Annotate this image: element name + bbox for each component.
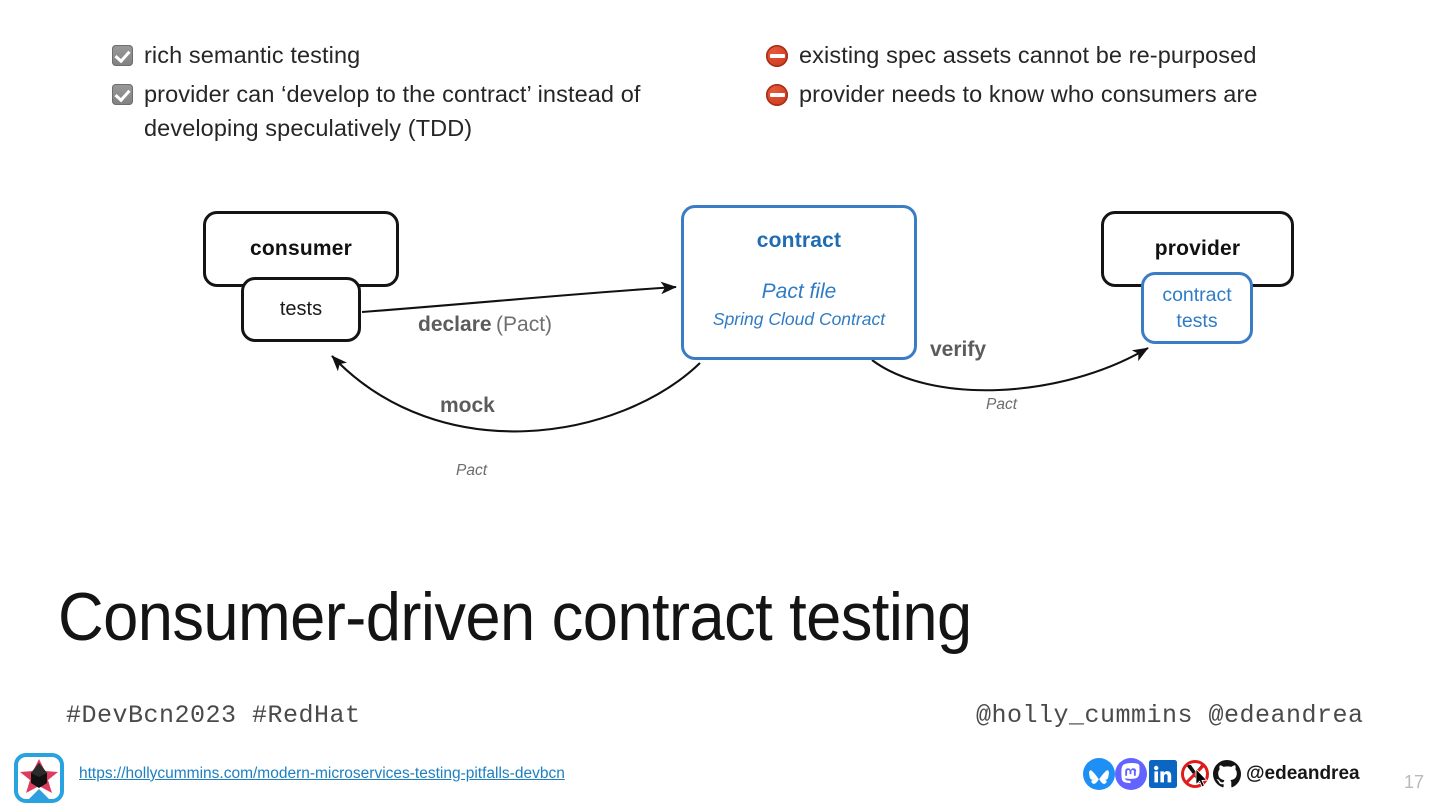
cons-list: existing spec assets cannot be re-purpos…: [766, 38, 1406, 116]
node-contract-subtitle-large: Pact file: [761, 280, 837, 303]
cons-item-text: existing spec assets cannot be re-purpos…: [799, 42, 1257, 68]
list-item: provider can ‘develop to the contract’ i…: [112, 77, 732, 145]
node-consumer-title: consumer: [250, 237, 352, 260]
edge-note-verify-pact: Pact: [986, 396, 1018, 413]
node-provider-title: provider: [1154, 237, 1241, 260]
node-provider-tests-line1: contract: [1162, 284, 1232, 306]
site-url-link[interactable]: https://hollycummins.com/modern-microser…: [79, 765, 565, 782]
page-title: Consumer-driven contract testing: [58, 579, 972, 655]
bluesky-icon[interactable]: [1082, 757, 1116, 791]
edge-mock-arrow: [331, 355, 701, 433]
node-consumer-tests-title: tests: [279, 298, 323, 320]
social-handle-label: @edeandrea: [1246, 763, 1360, 784]
cons-item-text: provider needs to know who consumers are: [799, 81, 1258, 107]
list-item: rich semantic testing: [112, 38, 732, 72]
edge-label-declare: declare (Pact): [418, 313, 552, 337]
no-entry-icon: [766, 84, 788, 106]
pros-list: rich semantic testing provider can ‘deve…: [112, 38, 732, 150]
node-contract-subtitle-small: Spring Cloud Contract: [712, 309, 886, 329]
check-icon: [112, 84, 133, 105]
social-links: @edeandrea: [1082, 757, 1360, 791]
page-number: 17: [1404, 772, 1425, 792]
edge-note-mock-pact: Pact: [456, 462, 488, 479]
check-icon: [112, 45, 133, 66]
edge-label-mock: mock: [440, 394, 495, 417]
node-provider: provider: [1101, 211, 1294, 287]
list-item: existing spec assets cannot be re-purpos…: [766, 38, 1406, 72]
list-item: provider needs to know who consumers are: [766, 77, 1406, 111]
edge-label-declare-strong: declare: [418, 313, 492, 336]
edge-label-verify: verify: [930, 338, 987, 361]
node-provider-contract-tests: contract tests: [1141, 272, 1253, 344]
footer-hashtags: #DevBcn2023 #RedHat: [66, 701, 361, 730]
edge-declare-arrow: [361, 281, 677, 314]
mastodon-icon[interactable]: [1114, 757, 1148, 791]
pros-item-text: provider can ‘develop to the contract’ i…: [144, 81, 641, 141]
github-icon[interactable]: [1210, 757, 1244, 791]
pros-item-text: rich semantic testing: [144, 42, 361, 68]
linkedin-icon[interactable]: [1146, 757, 1180, 791]
node-consumer: consumer: [203, 211, 399, 287]
edge-label-declare-light: (Pact): [496, 313, 553, 336]
mouse-cursor: [1195, 768, 1208, 788]
node-provider-tests-line2: tests: [1176, 310, 1218, 332]
no-entry-icon: [766, 45, 788, 67]
node-contract-title: contract: [756, 229, 842, 252]
node-consumer-tests: tests: [241, 277, 361, 342]
site-logo-icon: [14, 753, 64, 803]
node-contract: contract Pact file Spring Cloud Contract: [681, 205, 917, 360]
footer-handles: @holly_cummins @edeandrea: [976, 701, 1364, 730]
